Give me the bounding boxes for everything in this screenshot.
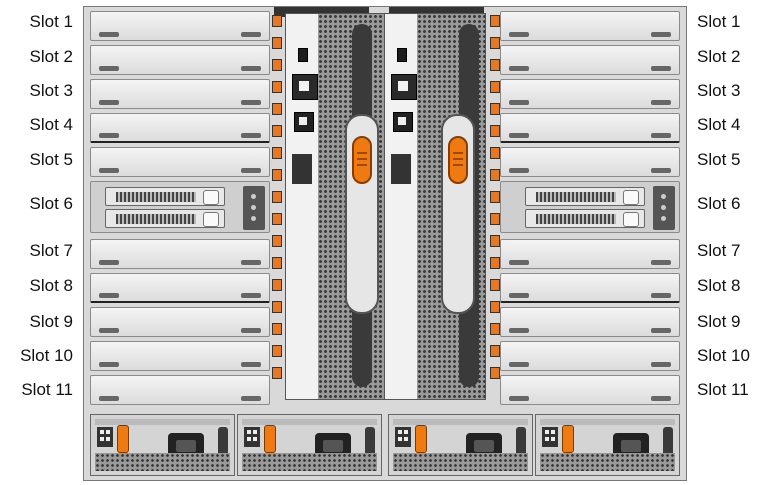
left-slot-2[interactable] bbox=[90, 45, 270, 75]
left-slot-8-label: Slot 8 bbox=[29, 276, 73, 295]
controller-grip[interactable] bbox=[345, 114, 379, 314]
psu-vent bbox=[95, 453, 230, 471]
power-supply-1[interactable] bbox=[90, 414, 235, 476]
left-slot-2-label: Slot 2 bbox=[29, 47, 73, 66]
right-slot-4[interactable] bbox=[500, 113, 680, 143]
left-slot-6-label: Slot 6 bbox=[29, 194, 73, 213]
right-slot-2[interactable] bbox=[500, 45, 680, 75]
controller-port-panel bbox=[286, 14, 319, 399]
power-switch-icon[interactable] bbox=[244, 427, 260, 447]
controller-port-panel bbox=[385, 14, 418, 399]
left-slot-3[interactable] bbox=[90, 79, 270, 109]
drive-status-leds bbox=[653, 186, 675, 230]
left-slot-6[interactable] bbox=[90, 181, 270, 233]
psu-handle-icon[interactable] bbox=[365, 427, 375, 461]
psu-vent bbox=[393, 453, 528, 471]
left-slot-3-label: Slot 3 bbox=[29, 81, 73, 100]
left-slot-10[interactable] bbox=[90, 341, 270, 371]
left-slot-9[interactable] bbox=[90, 307, 270, 337]
controller-b[interactable] bbox=[384, 13, 486, 400]
psu-vent bbox=[242, 453, 377, 471]
right-slot-1[interactable] bbox=[500, 11, 680, 41]
left-slot-5[interactable] bbox=[90, 147, 270, 177]
chassis-top-rail bbox=[274, 7, 369, 17]
left-slot-7-label: Slot 7 bbox=[29, 241, 73, 260]
status-led-icon bbox=[292, 154, 312, 184]
chassis-top-rail bbox=[389, 7, 484, 17]
psu-release-lever-icon[interactable] bbox=[117, 425, 129, 453]
usb-port-icon[interactable] bbox=[397, 48, 407, 62]
right-slot-8[interactable] bbox=[500, 273, 680, 303]
right-slot-9[interactable] bbox=[500, 307, 680, 337]
left-slot-7[interactable] bbox=[90, 239, 270, 269]
right-slot-10[interactable] bbox=[500, 341, 680, 371]
left-status-led-strip bbox=[272, 15, 282, 400]
left-slot-1[interactable] bbox=[90, 11, 270, 41]
right-slot-4-label: Slot 4 bbox=[697, 115, 741, 134]
left-slot-4[interactable] bbox=[90, 113, 270, 143]
usb-port-icon[interactable] bbox=[298, 48, 308, 62]
right-slot-5[interactable] bbox=[500, 147, 680, 177]
right-slot-7[interactable] bbox=[500, 239, 680, 269]
psu-vent bbox=[540, 453, 675, 471]
power-supply-4[interactable] bbox=[535, 414, 680, 476]
ethernet-port-icon[interactable] bbox=[292, 74, 318, 100]
power-switch-icon[interactable] bbox=[542, 427, 558, 447]
right-slot-5-label: Slot 5 bbox=[697, 150, 741, 169]
left-slot-11-label: Slot 11 bbox=[21, 380, 73, 399]
left-slot-5-label: Slot 5 bbox=[29, 150, 73, 169]
power-switch-icon[interactable] bbox=[97, 427, 113, 447]
status-led-icon bbox=[391, 154, 411, 184]
right-status-led-strip bbox=[490, 15, 500, 400]
drive-carrier[interactable] bbox=[525, 187, 645, 206]
left-slot-8[interactable] bbox=[90, 273, 270, 303]
psu-handle-icon[interactable] bbox=[516, 427, 526, 461]
left-slot-11[interactable] bbox=[90, 375, 270, 405]
drive-carrier[interactable] bbox=[525, 209, 645, 228]
right-slot-9-label: Slot 9 bbox=[697, 312, 741, 331]
drive-carrier[interactable] bbox=[105, 209, 225, 228]
left-slot-10-label: Slot 10 bbox=[20, 346, 73, 365]
drive-status-leds bbox=[243, 186, 265, 230]
power-socket-icon bbox=[613, 433, 649, 459]
left-slot-4-label: Slot 4 bbox=[29, 115, 73, 134]
right-slot-6-label: Slot 6 bbox=[697, 194, 741, 213]
right-slot-10-label: Slot 10 bbox=[697, 346, 750, 365]
management-port-icon[interactable] bbox=[393, 112, 413, 132]
management-port-icon[interactable] bbox=[294, 112, 314, 132]
psu-release-lever-icon[interactable] bbox=[264, 425, 276, 453]
left-slot-9-label: Slot 9 bbox=[29, 312, 73, 331]
right-slot-11-label: Slot 11 bbox=[697, 380, 749, 399]
right-slot-8-label: Slot 8 bbox=[697, 276, 741, 295]
left-slot-bays bbox=[90, 11, 270, 410]
power-supply-3[interactable] bbox=[388, 414, 533, 476]
left-slot-1-label: Slot 1 bbox=[29, 12, 73, 31]
controller-a[interactable] bbox=[285, 13, 387, 400]
right-slot-2-label: Slot 2 bbox=[697, 47, 741, 66]
psu-release-lever-icon[interactable] bbox=[415, 425, 427, 453]
right-slot-6[interactable] bbox=[500, 181, 680, 233]
right-slot-3-label: Slot 3 bbox=[697, 81, 741, 100]
storage-chassis-rear bbox=[83, 6, 687, 481]
right-slot-11[interactable] bbox=[500, 375, 680, 405]
power-switch-icon[interactable] bbox=[395, 427, 411, 447]
release-lever-icon[interactable] bbox=[448, 136, 468, 184]
psu-release-lever-icon[interactable] bbox=[562, 425, 574, 453]
ethernet-port-icon[interactable] bbox=[391, 74, 417, 100]
drive-carrier[interactable] bbox=[105, 187, 225, 206]
psu-handle-icon[interactable] bbox=[218, 427, 228, 461]
right-slot-1-label: Slot 1 bbox=[697, 12, 741, 31]
right-slot-bays bbox=[500, 11, 680, 410]
right-slot-7-label: Slot 7 bbox=[697, 241, 741, 260]
release-lever-icon[interactable] bbox=[352, 136, 372, 184]
psu-handle-icon[interactable] bbox=[663, 427, 673, 461]
right-slot-3[interactable] bbox=[500, 79, 680, 109]
power-supply-2[interactable] bbox=[237, 414, 382, 476]
